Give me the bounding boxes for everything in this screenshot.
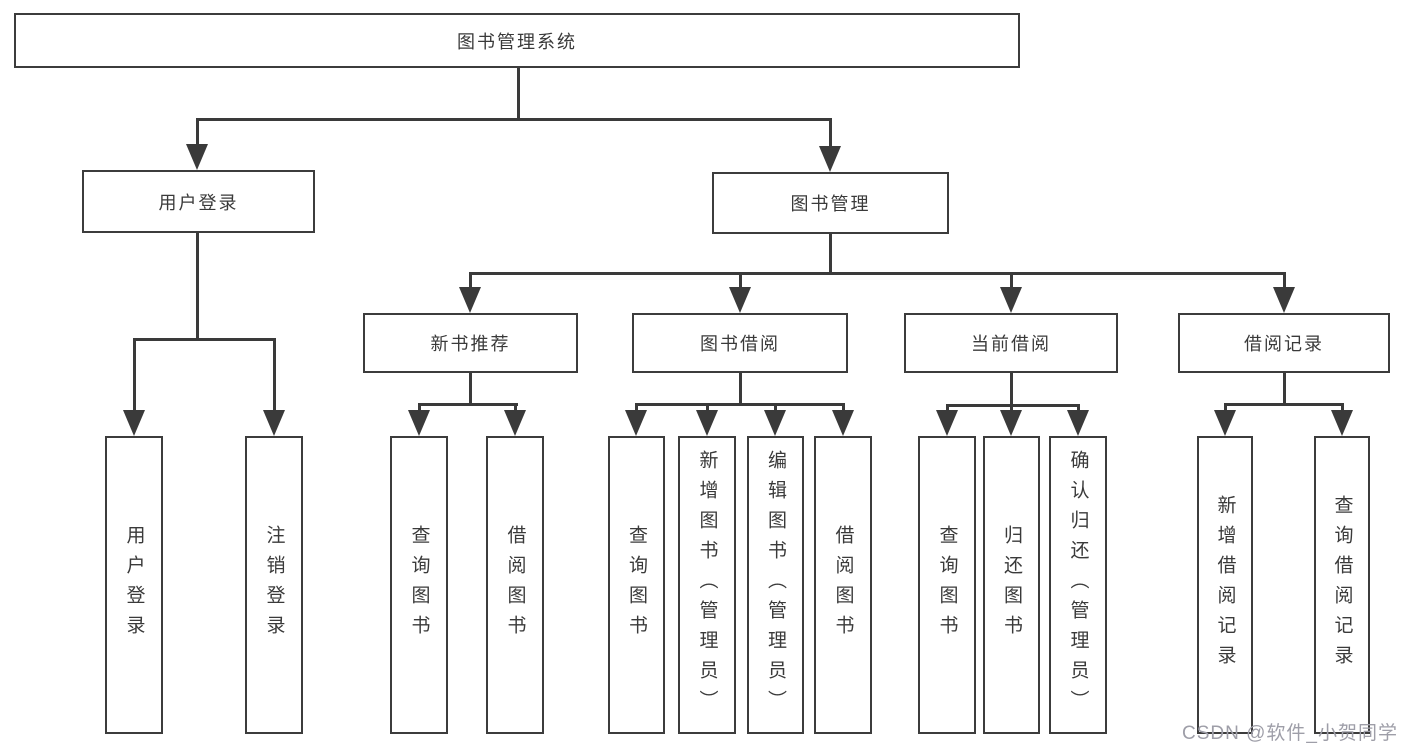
arrow-down-icon xyxy=(625,410,647,436)
leaf-recommend-borrow-books: 借阅图书 xyxy=(486,436,544,734)
leaf-confirm-return-admin: 确认归还（管理员） xyxy=(1049,436,1107,734)
connector-stub xyxy=(273,338,276,413)
arrow-down-icon xyxy=(1000,287,1022,313)
csdn-watermark: CSDN @软件_小贺同学 xyxy=(1182,723,1398,744)
node-root-label: 图书管理系统 xyxy=(457,31,577,52)
node-book-management: 图书管理 xyxy=(712,172,949,234)
node-borrow-records: 借阅记录 xyxy=(1178,313,1390,373)
node-root: 图书管理系统 xyxy=(14,13,1020,68)
leaf-query-borrow-record: 查询借阅记录 xyxy=(1314,436,1370,734)
leaf-add-book-admin-label: 新增图书（管理员） xyxy=(696,450,718,720)
connector-bus xyxy=(418,403,518,406)
arrow-down-icon xyxy=(459,287,481,313)
arrow-down-icon xyxy=(186,144,208,170)
connector-bus xyxy=(1224,403,1344,406)
leaf-edit-book-admin-label: 编辑图书（管理员） xyxy=(765,450,786,720)
connector-stub xyxy=(1010,404,1013,414)
arrow-down-icon xyxy=(1000,410,1022,436)
connector-trunk xyxy=(469,373,472,406)
connector-stub xyxy=(774,403,777,414)
connector-stub xyxy=(946,404,949,414)
connector-bus xyxy=(946,404,1080,407)
leaf-confirm-return-admin-label: 确认归还（管理员） xyxy=(1067,450,1089,720)
connector-stub xyxy=(418,403,421,414)
arrow-down-icon xyxy=(123,410,145,436)
connector-stub xyxy=(635,403,638,414)
leaf-logout: 注销登录 xyxy=(245,436,303,734)
connector-trunk xyxy=(196,233,199,339)
node-current-borrow-label: 当前借阅 xyxy=(971,334,1051,354)
leaf-recommend-query-books: 查询图书 xyxy=(390,436,448,734)
arrow-down-icon xyxy=(1067,410,1089,436)
leaf-return-books: 归还图书 xyxy=(983,436,1040,734)
arrow-down-icon xyxy=(696,410,718,436)
connector-bus xyxy=(133,338,276,341)
leaf-query-borrow-record-label: 查询借阅记录 xyxy=(1331,495,1353,675)
leaf-user-login: 用户登录 xyxy=(105,436,163,734)
leaf-borrow-books-label: 借阅图书 xyxy=(832,525,854,645)
connector-stub xyxy=(1283,272,1286,291)
connector-stub xyxy=(1224,403,1227,414)
node-new-book-recommend-label: 新书推荐 xyxy=(430,334,511,354)
node-new-book-recommend: 新书推荐 xyxy=(363,313,578,373)
connector-root-bus xyxy=(196,118,831,121)
connector-stub xyxy=(133,338,136,413)
arrow-down-icon xyxy=(504,410,526,436)
arrow-down-icon xyxy=(764,410,786,436)
connector-trunk xyxy=(829,234,832,274)
arrow-down-icon xyxy=(832,410,854,436)
node-book-borrow-label: 图书借阅 xyxy=(700,334,780,354)
leaf-add-borrow-record-label: 新增借阅记录 xyxy=(1214,495,1236,675)
leaf-borrow-query-books: 查询图书 xyxy=(608,436,665,734)
arrow-down-icon xyxy=(1331,410,1353,436)
connector-trunk xyxy=(1283,373,1286,405)
leaf-user-login-label: 用户登录 xyxy=(123,525,145,645)
leaf-logout-label: 注销登录 xyxy=(263,525,285,645)
arrow-down-icon xyxy=(263,410,285,436)
arrow-down-icon xyxy=(1214,410,1236,436)
connector-stub xyxy=(1077,404,1080,414)
arrow-down-icon xyxy=(1273,287,1295,313)
connector-stub xyxy=(739,272,742,291)
leaf-borrow-query-books-label: 查询图书 xyxy=(626,525,647,645)
leaf-recommend-borrow-books-label: 借阅图书 xyxy=(504,525,526,645)
leaf-return-books-label: 归还图书 xyxy=(1001,525,1022,645)
leaf-recommend-query-books-label: 查询图书 xyxy=(408,525,430,645)
connector-trunk xyxy=(739,373,742,405)
leaf-borrow-books: 借阅图书 xyxy=(814,436,872,734)
connector-stub xyxy=(842,403,845,414)
node-borrow-records-label: 借阅记录 xyxy=(1244,334,1324,354)
connector-stub xyxy=(514,403,517,414)
connector-bus xyxy=(635,403,845,406)
connector-bus xyxy=(469,272,1286,275)
connector-trunk xyxy=(1010,373,1013,407)
leaf-current-query-books-label: 查询图书 xyxy=(936,525,958,645)
connector-root-trunk xyxy=(517,68,520,119)
connector-stub xyxy=(1341,403,1344,414)
node-user-login-label: 用户登录 xyxy=(158,192,239,213)
arrow-down-icon xyxy=(936,410,958,436)
connector-stub xyxy=(1010,272,1013,291)
connector-stub xyxy=(829,118,832,151)
node-book-borrow: 图书借阅 xyxy=(632,313,848,373)
node-user-login: 用户登录 xyxy=(82,170,315,233)
connector-stub xyxy=(469,272,472,291)
arrow-down-icon xyxy=(729,287,751,313)
connector-stub xyxy=(196,118,199,149)
arrow-down-icon xyxy=(408,410,430,436)
connector-stub xyxy=(706,403,709,414)
leaf-add-book-admin: 新增图书（管理员） xyxy=(678,436,736,734)
node-current-borrow: 当前借阅 xyxy=(904,313,1118,373)
leaf-edit-book-admin: 编辑图书（管理员） xyxy=(747,436,804,734)
arrow-down-icon xyxy=(819,146,841,172)
node-book-management-label: 图书管理 xyxy=(790,194,871,214)
leaf-current-query-books: 查询图书 xyxy=(918,436,976,734)
leaf-add-borrow-record: 新增借阅记录 xyxy=(1197,436,1253,734)
